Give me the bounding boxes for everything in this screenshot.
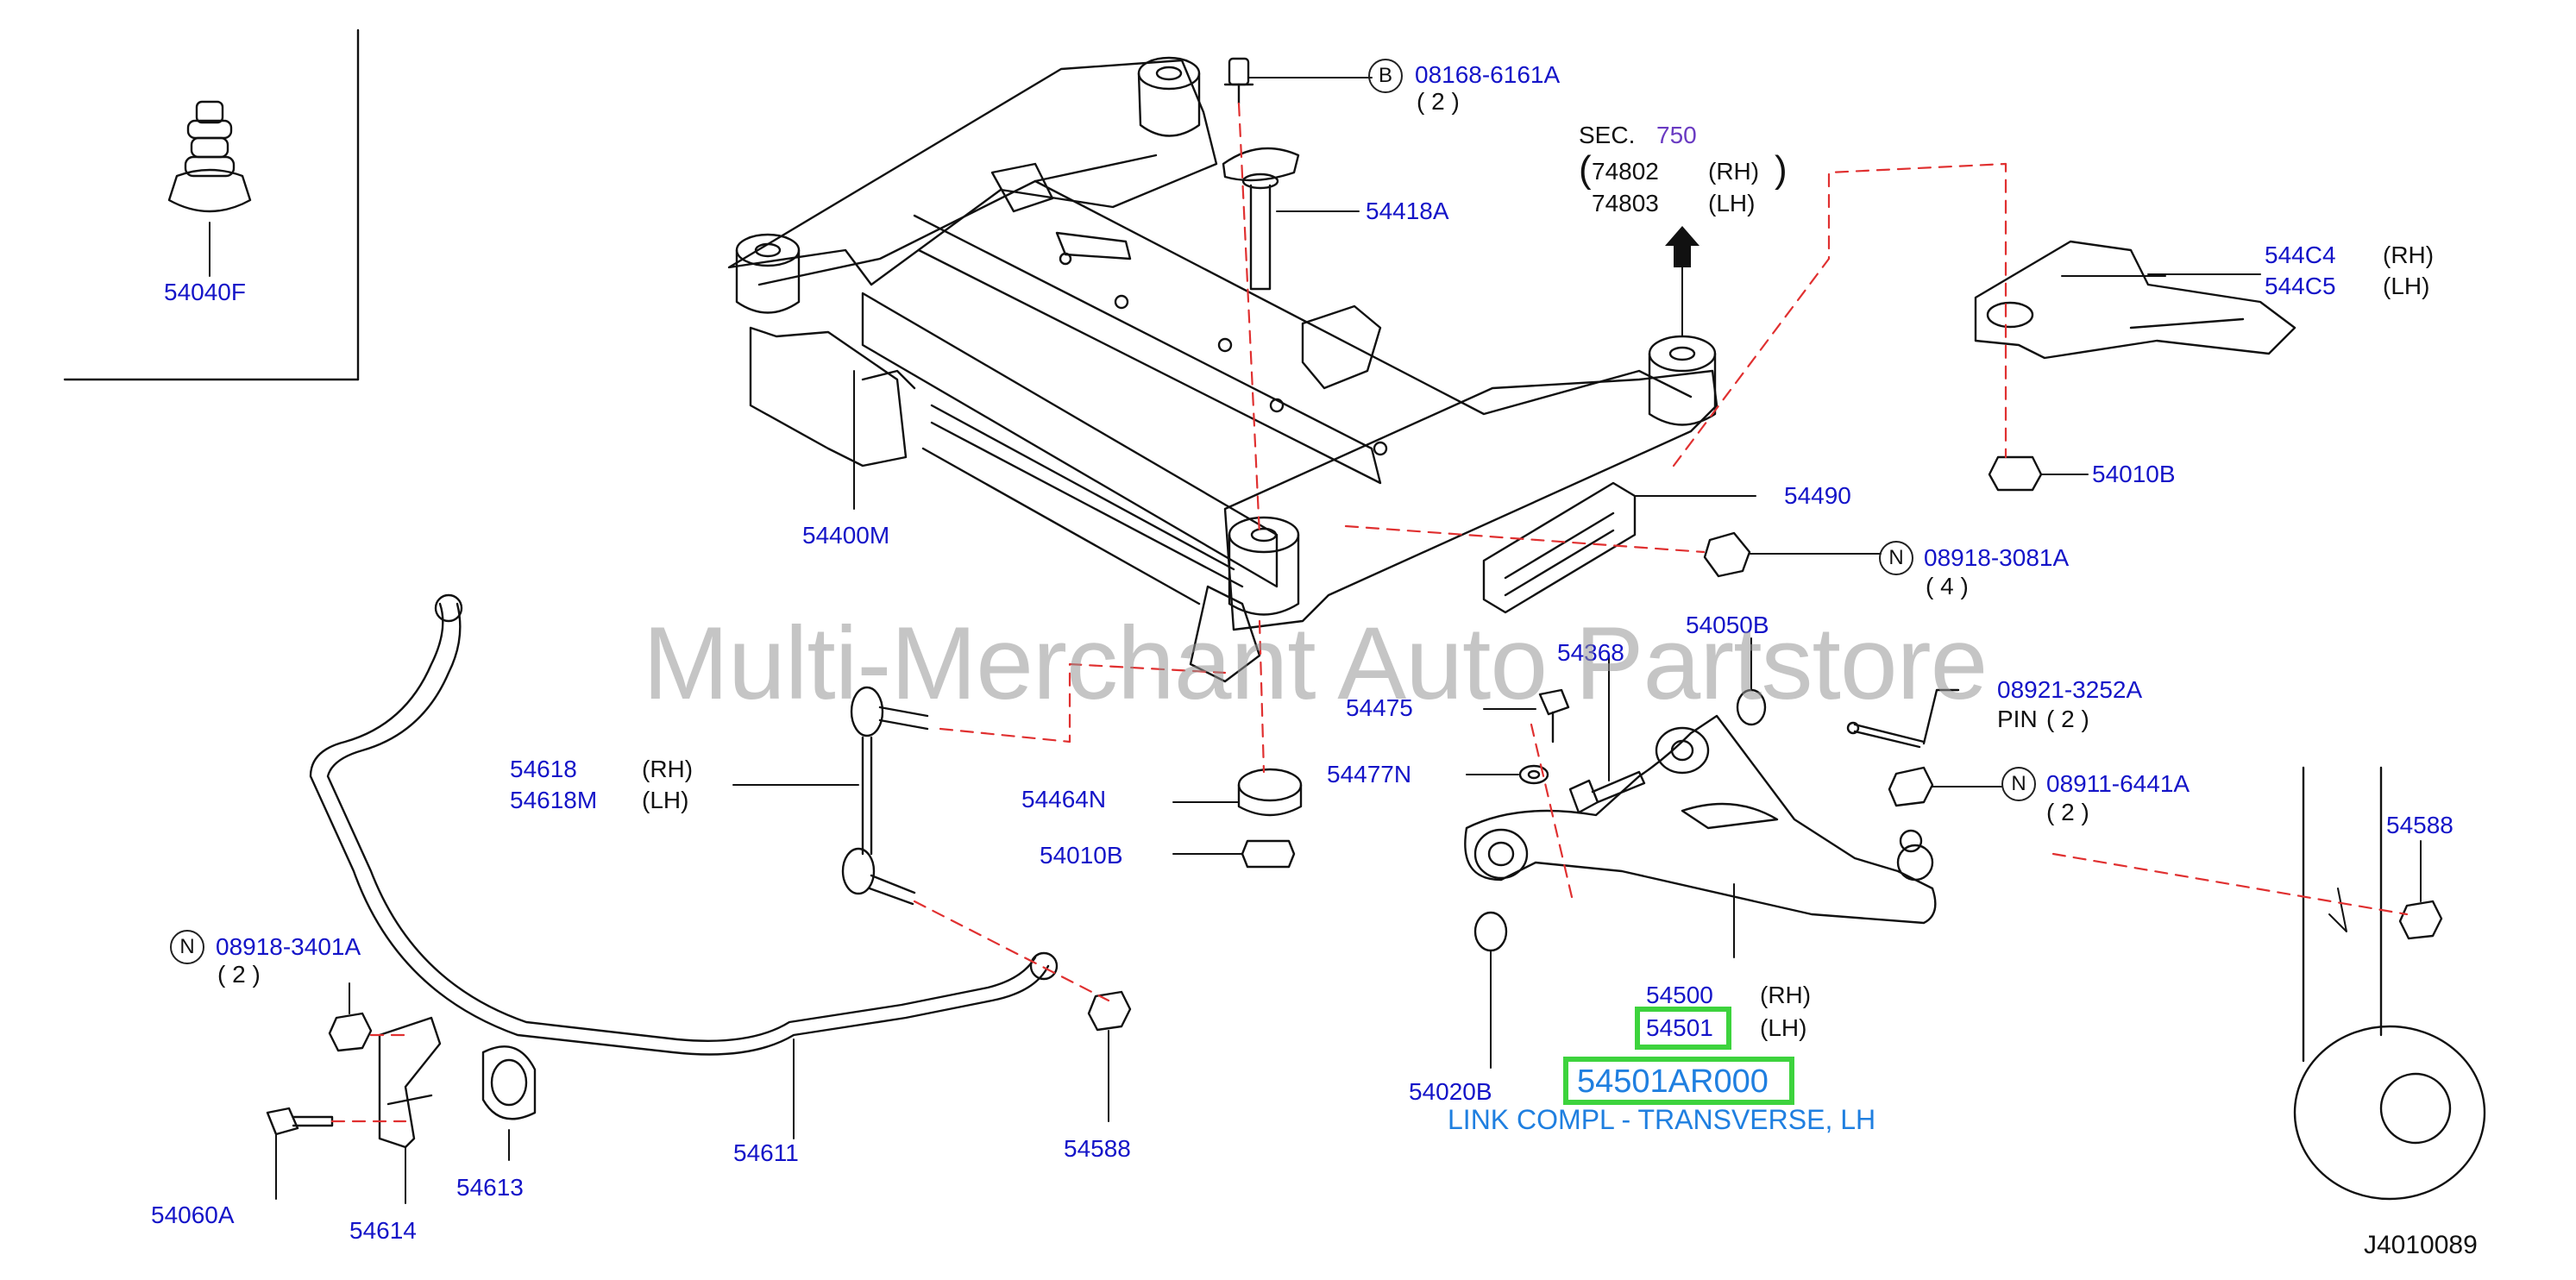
qty-08911-6441A: ( 2 ): [2046, 799, 2089, 825]
clamp-54614-icon: [378, 1016, 442, 1204]
side-54500: (RH): [1760, 982, 1812, 1008]
part-label-54010B-mid[interactable]: 54010B: [1040, 842, 1123, 869]
part-label-54500[interactable]: 54500: [1646, 982, 1713, 1008]
qty-08921-3252A: ( 2 ): [2046, 706, 2089, 732]
stabilizer-bar-54611-icon: [309, 593, 1059, 1139]
part-label-54060A[interactable]: 54060A: [151, 1202, 235, 1228]
part-label-54618M[interactable]: 54618M: [510, 787, 598, 813]
watermark: Multi-Merchant Auto Partstore: [643, 605, 1988, 721]
side-544C5: (LH): [2383, 273, 2430, 299]
part-label-544C5[interactable]: 544C5: [2265, 273, 2336, 299]
section-bracket-left: (: [1579, 148, 1592, 191]
dashed-guide-lines: [330, 102, 2409, 1123]
prefix-n-badge-6441A: N: [2001, 767, 2036, 801]
section-number-link[interactable]: 750: [1656, 122, 1697, 148]
part-label-54418A[interactable]: 54418A: [1366, 198, 1449, 224]
part-label-54614[interactable]: 54614: [349, 1217, 417, 1244]
nut-08911-6441A-icon: [1888, 766, 2002, 807]
qty-08918-3401A: ( 2 ): [217, 961, 261, 988]
section-bracket-right: ): [1775, 148, 1787, 191]
side-54501: (LH): [1760, 1014, 1807, 1041]
nut-54588-left-icon: [1087, 990, 1132, 1122]
highlight-box-part-number: [1563, 1057, 1794, 1105]
prefix-n-badge-3401A: N: [170, 930, 204, 964]
part-label-54613[interactable]: 54613: [456, 1174, 524, 1201]
arrow-up-icon: [1665, 226, 1700, 267]
nut-54588-right-icon: [2398, 840, 2443, 940]
prefix-n-badge-3081A: N: [1879, 541, 1913, 575]
qty-08918-3081A: ( 4 ): [1926, 573, 1969, 599]
part-label-54490[interactable]: 54490: [1784, 482, 1851, 509]
highlight-part-number[interactable]: 54501AR000: [1577, 1064, 1769, 1100]
strut-assembly-icon: [2293, 766, 2486, 1201]
prefix-b-badge: B: [1368, 59, 1403, 93]
nut-08918-3081A-icon: [1703, 531, 1882, 578]
part-label-08168-6161A[interactable]: 08168-6161A: [1415, 61, 1561, 88]
section-ref-code-2: 74803: [1592, 190, 1659, 216]
nut-54050B-icon: [1736, 637, 1767, 726]
side-544C4: (RH): [2383, 242, 2435, 268]
nut-54020B-icon: [1473, 911, 1508, 1069]
part-label-08918-3401A[interactable]: 08918-3401A: [216, 933, 361, 960]
highlight-box-54501: [1635, 1007, 1731, 1050]
part-label-08921-3252A[interactable]: 08921-3252A: [1997, 676, 2143, 703]
inset-frame: [63, 28, 360, 381]
bolt-54060A-icon: [266, 1107, 334, 1200]
section-ref-side-1: (RH): [1708, 158, 1760, 185]
part-label-54040F[interactable]: 54040F: [164, 279, 246, 305]
part-label-54464N[interactable]: 54464N: [1021, 786, 1107, 813]
stabilizer-link-54618-icon: [732, 686, 929, 906]
subframe-54400M-icon: [727, 56, 1718, 683]
part-label-54020B[interactable]: 54020B: [1409, 1078, 1492, 1105]
nut-54010B-mid-icon: [1172, 839, 1296, 869]
part-label-54618[interactable]: 54618: [510, 756, 577, 782]
section-ref-side-2: (LH): [1708, 190, 1756, 216]
part-label-54050B[interactable]: 54050B: [1686, 612, 1769, 638]
bolt-54475-icon: [1483, 688, 1570, 744]
part-label-54588-left[interactable]: 54588: [1064, 1135, 1131, 1162]
part-label-54588-right[interactable]: 54588: [2386, 812, 2453, 838]
part-label-54368[interactable]: 54368: [1557, 639, 1624, 666]
part-label-54010B-right[interactable]: 54010B: [2092, 461, 2176, 487]
bolt-54418A-icon: [1222, 57, 1373, 291]
qty-08168-6161A: ( 2 ): [1417, 88, 1460, 115]
leader-lines: [853, 241, 2166, 510]
section-ref-code-1: 74802: [1592, 158, 1659, 185]
highlight-description: LINK COMPL - TRANSVERSE, LH: [1448, 1104, 1876, 1135]
side-54618M: (LH): [642, 787, 689, 813]
bracket-544C4-icon: [1974, 240, 2296, 360]
section-prefix: SEC.: [1579, 122, 1636, 148]
diagram-code: J4010089: [2364, 1231, 2478, 1259]
part-label-54475[interactable]: 54475: [1346, 694, 1413, 721]
part-label-544C4[interactable]: 544C4: [2265, 242, 2336, 268]
part-label-54400M[interactable]: 54400M: [802, 522, 890, 549]
bracket-54490-icon: [1482, 481, 1756, 614]
bushing-54464N-icon: [1172, 768, 1303, 817]
part-label-54501[interactable]: 54501: [1646, 1014, 1713, 1041]
part-label-08911-6441A[interactable]: 08911-6441A: [2046, 770, 2190, 797]
side-54618: (RH): [642, 756, 694, 782]
part-label-08918-3081A[interactable]: 08918-3081A: [1924, 544, 2070, 571]
pin-08921-3252A-icon: [1846, 688, 1960, 749]
clip-54040F-icon: [167, 100, 252, 277]
transverse-link-54501-icon: [1464, 714, 1937, 958]
nut-08918-3401A-icon: [328, 982, 373, 1052]
bolt-54368-icon: [1568, 655, 1646, 814]
nut-54010B-icon: [1988, 455, 2089, 492]
washer-54477N-icon: [1466, 764, 1549, 785]
part-label-54477N[interactable]: 54477N: [1327, 761, 1412, 787]
part-label-54611[interactable]: 54611: [733, 1139, 799, 1166]
bushing-54613-icon: [481, 1045, 537, 1161]
pin-label: PIN: [1997, 706, 2038, 732]
